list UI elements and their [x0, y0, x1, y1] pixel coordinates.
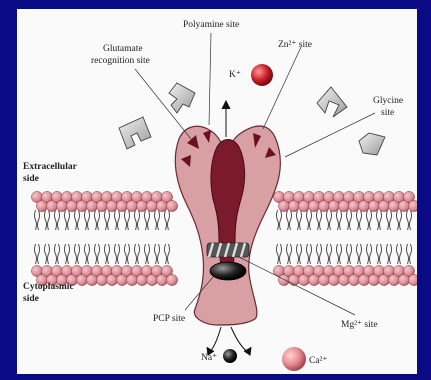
lipid-tail [367, 244, 372, 264]
label-calcium: Ca²⁺ [309, 356, 327, 366]
label-extracellular-line1: Extracellular [23, 162, 78, 172]
label-sodium: Na⁺ [201, 353, 217, 363]
lipid-tail [297, 210, 302, 230]
lipid-tail [45, 210, 50, 230]
lipid-tail [397, 210, 402, 230]
lipid-tail [397, 244, 402, 264]
calcium-ion [282, 347, 306, 371]
lipid-tail [317, 210, 322, 230]
lipid-tail [55, 244, 60, 264]
lipid-tail [145, 210, 150, 230]
lipid-tail [55, 210, 60, 230]
lipid-tail [115, 244, 120, 264]
glutamate-ligand-shape [119, 117, 151, 149]
lipid-tail [75, 244, 80, 264]
nmda-receptor-diagram: Polyamine site Glutamate recognition sit… [17, 9, 417, 374]
lipid-tail [165, 210, 170, 230]
lipid-tail [307, 244, 312, 264]
lipid-tail [135, 210, 140, 230]
lipid-tail [95, 210, 100, 230]
lipid-tail [45, 244, 50, 264]
label-zinc-site: Zn²⁺ site [278, 40, 312, 50]
lipid-tail [327, 210, 332, 230]
lipid-tail [95, 244, 100, 264]
lipid-tail [85, 210, 90, 230]
label-cytoplasmic-line1: Cytoplasmic [23, 282, 74, 292]
lipid-head [166, 274, 177, 285]
lipid-tail [387, 210, 392, 230]
pcp-blocker [210, 262, 246, 280]
diagram-panel: Polyamine site Glutamate recognition sit… [17, 9, 417, 374]
glycine-ligand-shape [359, 133, 385, 155]
label-pcp-site: PCP site [153, 314, 185, 324]
lipid-head [408, 200, 417, 211]
lipid-tail [75, 210, 80, 230]
label-extracellular-line2: side [23, 174, 39, 184]
lipid-tail [287, 210, 292, 230]
lipid-tail [377, 210, 382, 230]
lipid-tail [317, 244, 322, 264]
lipid-tail [277, 244, 282, 264]
lipid-tail [155, 244, 160, 264]
ion-channel [175, 126, 280, 325]
lipid-tail [145, 244, 150, 264]
lipid-tail [135, 244, 140, 264]
lipid-tail [377, 244, 382, 264]
lipid-tail [85, 244, 90, 264]
lipid-tail [125, 244, 130, 264]
lipid-tail [35, 244, 40, 264]
lipid-tail [155, 210, 160, 230]
lipid-tail [357, 210, 362, 230]
lipid-tail [307, 210, 312, 230]
lipid-tail [407, 244, 412, 264]
mg-block [207, 243, 249, 257]
zinc-ligand-shape [317, 87, 347, 117]
lipid-tail [387, 244, 392, 264]
label-polyamine-site: Polyamine site [183, 20, 239, 30]
lipid-tail [337, 210, 342, 230]
polyamine-ligand-shape [169, 83, 195, 113]
lipid-head [166, 200, 177, 211]
lipid-tail [65, 244, 70, 264]
label-glutamate-line1: Glutamate [103, 44, 143, 54]
lipid-tail [407, 210, 412, 230]
sodium-ion [223, 349, 237, 363]
lipid-tail [347, 210, 352, 230]
lipid-tail [65, 210, 70, 230]
potassium-ion [251, 64, 273, 86]
lipid-tail [115, 210, 120, 230]
lipid-tail [125, 210, 130, 230]
lipid-tail [297, 244, 302, 264]
label-glycine-line2: site [381, 108, 394, 118]
lipid-tail [277, 210, 282, 230]
lipid-tail [287, 244, 292, 264]
label-glycine-line1: Glycine [373, 96, 403, 106]
lipid-tail [327, 244, 332, 264]
label-glutamate-line2: recognition site [91, 56, 150, 66]
lipid-tail [105, 244, 110, 264]
lipid-tail [35, 210, 40, 230]
lipid-tail [337, 244, 342, 264]
lipid-head [408, 274, 417, 285]
label-cytoplasmic-line2: side [23, 294, 39, 304]
lipid-tail [105, 210, 110, 230]
lipid-tail [165, 244, 170, 264]
lipid-tail [347, 244, 352, 264]
lipid-tail [367, 210, 372, 230]
lipid-tail [357, 244, 362, 264]
label-potassium: K⁺ [229, 70, 241, 80]
label-mg-site: Mg²⁺ site [341, 320, 378, 330]
